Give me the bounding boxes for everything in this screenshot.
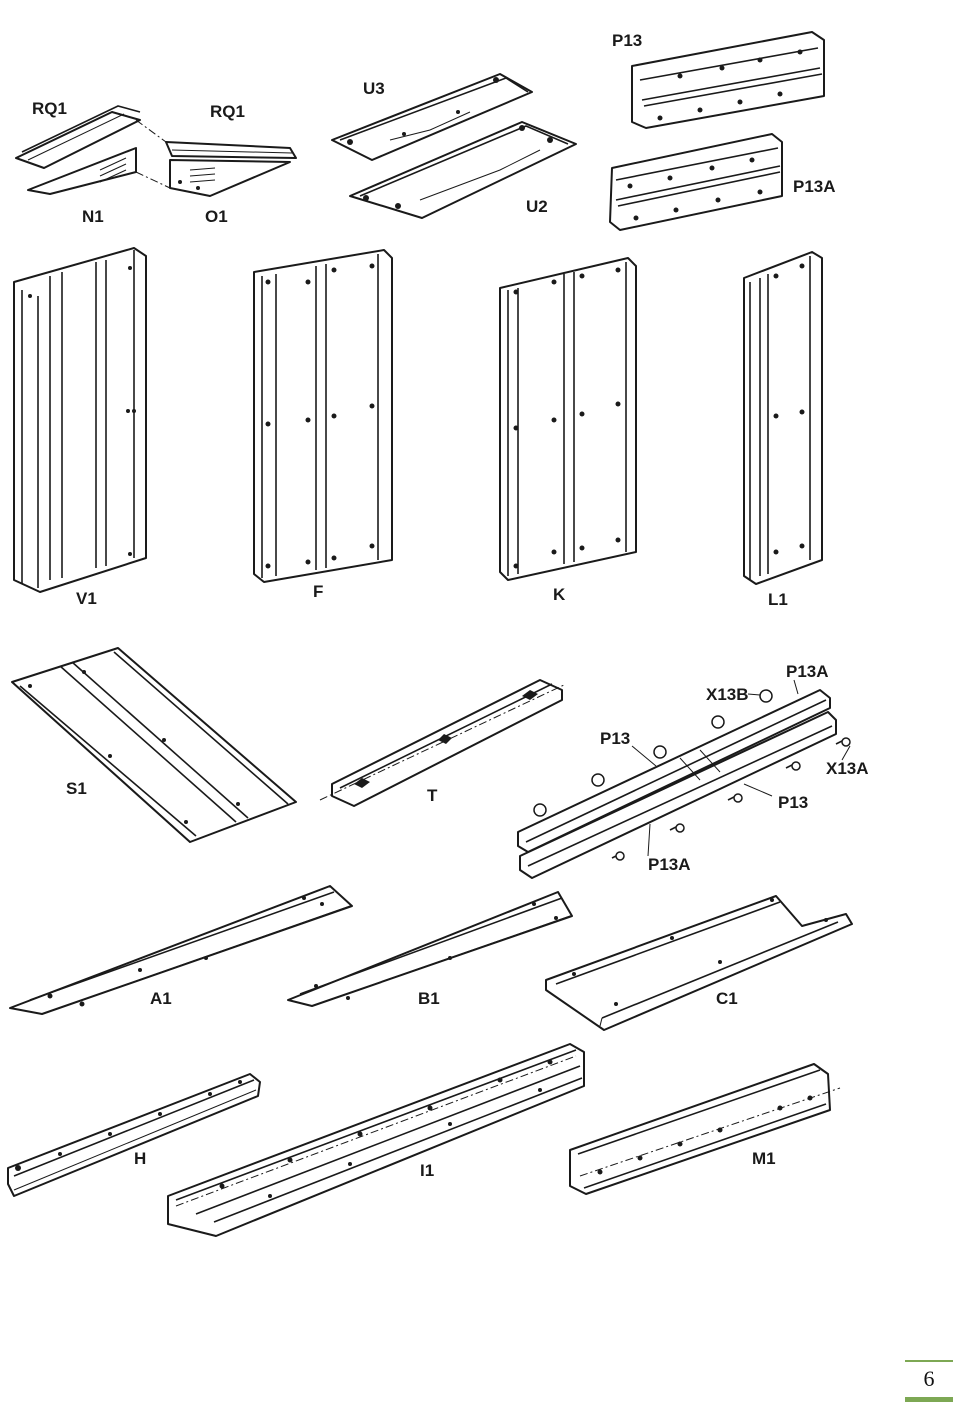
label-i1: I1	[420, 1161, 434, 1180]
channel-u2-drawing	[349, 121, 577, 219]
channel-m1-drawing	[569, 1063, 841, 1195]
label-o1: O1	[205, 207, 228, 226]
label-f: F	[313, 582, 323, 601]
label-t: T	[427, 786, 438, 805]
rail-h-drawing	[7, 1073, 261, 1197]
bracket-n1-drawing	[15, 105, 141, 195]
label-rq1-left: RQ1	[32, 99, 67, 118]
panel-k-drawing	[499, 257, 637, 581]
label-k: K	[553, 585, 566, 604]
label-assembly-x13a: X13A	[826, 759, 869, 778]
rail-p13-drawing	[631, 31, 825, 129]
dashed-link	[135, 119, 167, 143]
panel-l1-drawing	[743, 251, 823, 585]
bracket-o1-drawing	[165, 141, 297, 197]
panel-f-drawing	[253, 249, 393, 583]
rail-a1-drawing	[9, 885, 353, 1015]
label-m1: M1	[752, 1149, 776, 1168]
label-assembly-p13a-lower: P13A	[648, 855, 691, 874]
label-p13a-top: P13A	[793, 177, 836, 196]
label-assembly-x13b: X13B	[706, 685, 749, 704]
channel-t-drawing	[319, 679, 567, 807]
label-s1: S1	[66, 779, 87, 798]
beam-i1-drawing	[167, 1043, 585, 1237]
label-v1: V1	[76, 589, 97, 608]
label-n1: N1	[82, 207, 104, 226]
label-assembly-p13-lower: P13	[778, 793, 808, 812]
label-assembly-p13-upper: P13	[600, 729, 630, 748]
channel-u3-drawing	[331, 73, 533, 161]
panel-v1-drawing	[13, 247, 147, 593]
label-b1: B1	[418, 989, 440, 1008]
label-a1: A1	[150, 989, 172, 1008]
label-h: H	[134, 1149, 146, 1168]
label-l1: L1	[768, 590, 788, 609]
label-rq1-right: RQ1	[210, 102, 245, 121]
dashed-link	[135, 171, 171, 189]
label-u3: U3	[363, 79, 385, 98]
panel-s1-drawing	[11, 647, 297, 843]
rail-b1-drawing	[287, 891, 573, 1007]
page-number-box: 6	[905, 1360, 953, 1402]
rail-assembly-drawing	[517, 679, 851, 879]
channel-c1-drawing	[545, 895, 853, 1031]
label-c1: C1	[716, 989, 738, 1008]
page-number: 6	[923, 1366, 935, 1391]
rail-p13a-drawing	[609, 133, 783, 231]
label-u2: U2	[526, 197, 548, 216]
label-p13-top: P13	[612, 31, 642, 50]
label-assembly-p13a-upper: P13A	[786, 662, 829, 681]
